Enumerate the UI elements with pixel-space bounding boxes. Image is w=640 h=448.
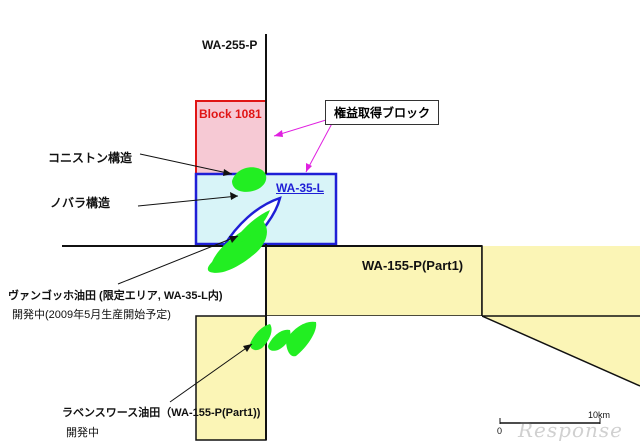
novara-leader <box>137 195 239 207</box>
conistone-structure <box>232 167 267 192</box>
wa-155-p-upper-area <box>265 245 483 317</box>
wa-155-p-middle-area <box>266 316 482 440</box>
ravensworth-field-1 <box>250 324 272 351</box>
interest-leader-wa35l <box>305 115 337 173</box>
conistone-label: コニストン構造 <box>48 151 133 165</box>
ravensworth-label: ラベンスワース油田（WA-155-P(Part1)) <box>62 407 261 419</box>
wa-255-p-label: WA-255-P <box>202 38 258 52</box>
conistone-arrowhead <box>223 169 232 176</box>
wa-35-l-label: WA-35-L <box>276 181 324 195</box>
ravensworth-arrowhead <box>243 344 252 352</box>
interest-block-callout: 権益取得ブロック <box>325 100 440 125</box>
vangogh-arrowhead <box>229 236 238 243</box>
vangogh-status: 開発中(2009年5月生産開始予定) <box>12 309 171 321</box>
ravensworth-field-3 <box>286 321 317 357</box>
scale-ten-label: 10km <box>588 410 611 420</box>
ravensworth-leader <box>169 343 253 403</box>
conistone-leader <box>139 153 233 175</box>
wa-155-p-label: WA-155-P(Part1) <box>362 258 464 273</box>
novara-label: ノバラ構造 <box>50 196 111 210</box>
scale-zero-label: 0 <box>497 426 503 436</box>
interest-arrowhead-block1081 <box>274 130 283 137</box>
response-watermark: Response <box>518 418 623 442</box>
novara-arrowhead <box>230 192 238 200</box>
interest-leader-block1081 <box>273 119 327 137</box>
ravensworth-field-2 <box>268 329 291 351</box>
ravensworth-status: 開発中 <box>66 427 99 439</box>
vangogh-label: ヴァンゴッホ油田 (限定エリア, WA-35-L内) <box>8 290 223 302</box>
block-1081-label: Block 1081 <box>199 107 262 121</box>
interest-arrowhead-wa35l <box>306 163 312 172</box>
vangogh-leader <box>117 235 239 285</box>
vangogh-field-tail <box>236 210 270 242</box>
